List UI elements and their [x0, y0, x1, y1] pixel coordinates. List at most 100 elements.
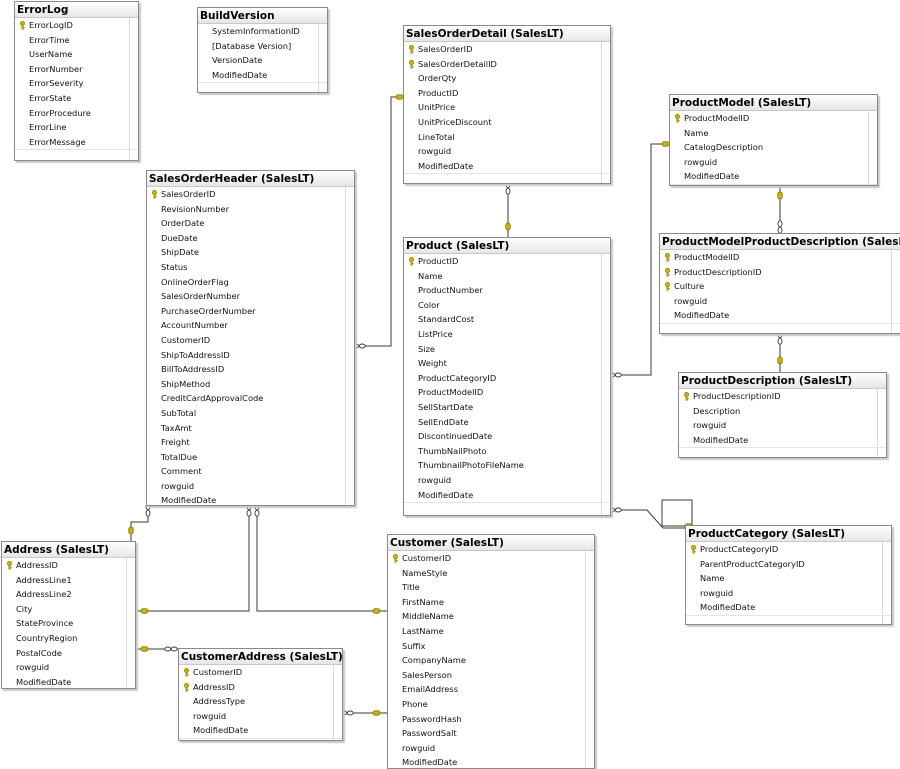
column-row[interactable]: DiscontinuedDate: [404, 429, 610, 444]
table-title[interactable]: Address (SalesLT): [2, 542, 135, 558]
column-row[interactable]: LineTotal: [404, 130, 610, 145]
column-row[interactable]: AccountNumber: [147, 318, 354, 333]
column-row[interactable]: Title: [388, 580, 594, 595]
column-row[interactable]: ShipToAddressID: [147, 348, 354, 363]
column-row[interactable]: Status: [147, 260, 354, 275]
column-row[interactable]: ErrorState: [15, 91, 138, 106]
column-row[interactable]: MiddleName: [388, 609, 594, 624]
column-row[interactable]: TotalDue: [147, 450, 354, 465]
column-row[interactable]: ShipMethod: [147, 377, 354, 392]
column-row[interactable]: PasswordHash: [388, 712, 594, 727]
column-row[interactable]: ErrorNumber: [15, 62, 138, 77]
column-row[interactable]: Culture: [660, 279, 900, 294]
column-row[interactable]: ProductDescriptionID: [660, 265, 900, 280]
column-row[interactable]: rowguid: [2, 660, 135, 675]
column-row[interactable]: AddressID: [179, 680, 342, 695]
table-title[interactable]: ProductDescription (SalesLT): [679, 373, 886, 389]
column-row[interactable]: Name: [670, 126, 877, 141]
table-productdescription[interactable]: ProductDescription (SalesLT)ProductDescr…: [678, 372, 887, 458]
column-row[interactable]: OrderDate: [147, 216, 354, 231]
column-row[interactable]: SalesOrderID: [404, 42, 610, 57]
column-row[interactable]: ProductModelID: [404, 385, 610, 400]
column-row[interactable]: ErrorLine: [15, 120, 138, 135]
column-row[interactable]: CatalogDescription: [670, 140, 877, 155]
column-row[interactable]: FirstName: [388, 595, 594, 610]
column-row[interactable]: ProductID: [404, 254, 610, 269]
column-row[interactable]: PostalCode: [2, 646, 135, 661]
column-row[interactable]: ThumbNailPhoto: [404, 444, 610, 459]
column-row[interactable]: ErrorLogID: [15, 18, 138, 33]
column-row[interactable]: ProductID: [404, 86, 610, 101]
column-row[interactable]: Description: [679, 404, 886, 419]
table-title[interactable]: SalesOrderHeader (SalesLT): [147, 171, 354, 187]
column-row[interactable]: CustomerID: [179, 665, 342, 680]
column-row[interactable]: ProductCategoryID: [686, 542, 891, 557]
table-title[interactable]: Customer (SalesLT): [388, 535, 594, 551]
column-row[interactable]: rowguid: [670, 155, 877, 170]
column-row[interactable]: rowguid: [660, 294, 900, 309]
column-row[interactable]: ModifiedDate: [147, 493, 354, 505]
column-row[interactable]: Name: [404, 269, 610, 284]
column-row[interactable]: AddressType: [179, 694, 342, 709]
column-row[interactable]: Phone: [388, 697, 594, 712]
column-row[interactable]: ModifiedDate: [179, 723, 342, 738]
column-row[interactable]: ModifiedDate: [2, 675, 135, 688]
column-row[interactable]: ModifiedDate: [686, 600, 891, 615]
table-title[interactable]: SalesOrderDetail (SalesLT): [404, 26, 610, 42]
table-title[interactable]: Product (SalesLT): [404, 238, 610, 254]
column-row[interactable]: SalesOrderNumber: [147, 289, 354, 304]
column-row[interactable]: SalesOrderID: [147, 187, 354, 202]
column-row[interactable]: Suffix: [388, 639, 594, 654]
column-row[interactable]: Size: [404, 342, 610, 357]
column-row[interactable]: CustomerID: [147, 333, 354, 348]
column-row[interactable]: [Database Version]: [198, 39, 327, 54]
column-row[interactable]: rowguid: [147, 479, 354, 494]
column-row[interactable]: RevisionNumber: [147, 202, 354, 217]
column-row[interactable]: VersionDate: [198, 53, 327, 68]
column-row[interactable]: SalesOrderDetailID: [404, 57, 610, 72]
column-row[interactable]: Comment: [147, 464, 354, 479]
column-row[interactable]: rowguid: [686, 586, 891, 601]
column-row[interactable]: ProductCategoryID: [404, 371, 610, 386]
table-title[interactable]: ProductModelProductDescription (SalesLT): [660, 234, 900, 250]
column-row[interactable]: AddressLine1: [2, 573, 135, 588]
column-row[interactable]: rowguid: [404, 144, 610, 159]
column-row[interactable]: TaxAmt: [147, 421, 354, 436]
table-title[interactable]: ProductModel (SalesLT): [670, 95, 877, 111]
column-row[interactable]: ListPrice: [404, 327, 610, 342]
column-row[interactable]: ModifiedDate: [670, 169, 877, 184]
column-row[interactable]: CountryRegion: [2, 631, 135, 646]
column-row[interactable]: UnitPriceDiscount: [404, 115, 610, 130]
column-row[interactable]: SellStartDate: [404, 400, 610, 415]
column-row[interactable]: OrderQty: [404, 71, 610, 86]
column-row[interactable]: ErrorMessage: [15, 135, 138, 150]
column-row[interactable]: ShipDate: [147, 245, 354, 260]
column-row[interactable]: SystemInformationID: [198, 24, 327, 39]
column-row[interactable]: ModifiedDate: [198, 68, 327, 83]
column-row[interactable]: LastName: [388, 624, 594, 639]
column-row[interactable]: rowguid: [404, 473, 610, 488]
table-title[interactable]: BuildVersion: [198, 8, 327, 24]
column-row[interactable]: StateProvince: [2, 616, 135, 631]
column-row[interactable]: DueDate: [147, 231, 354, 246]
column-row[interactable]: Weight: [404, 356, 610, 371]
column-row[interactable]: PurchaseOrderNumber: [147, 304, 354, 319]
column-row[interactable]: ErrorProcedure: [15, 106, 138, 121]
table-productcategory[interactable]: ProductCategory (SalesLT)ProductCategory…: [685, 525, 892, 625]
column-row[interactable]: ParentProductCategoryID: [686, 557, 891, 572]
column-row[interactable]: Name: [686, 571, 891, 586]
column-row[interactable]: SubTotal: [147, 406, 354, 421]
column-row[interactable]: ErrorTime: [15, 33, 138, 48]
column-row[interactable]: SellEndDate: [404, 415, 610, 430]
table-title[interactable]: ErrorLog: [15, 2, 138, 18]
column-row[interactable]: AddressID: [2, 558, 135, 573]
column-row[interactable]: ErrorSeverity: [15, 76, 138, 91]
